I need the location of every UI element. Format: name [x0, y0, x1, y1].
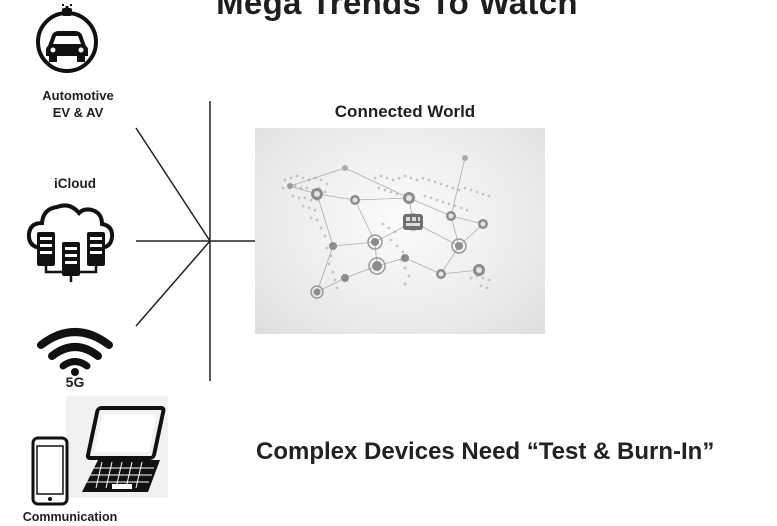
- connector-automotive: [135, 127, 211, 242]
- electric-car-icon: [36, 4, 98, 73]
- icloud-label: iCloud: [54, 176, 96, 191]
- world-network-map-bg: [255, 128, 545, 334]
- world-network-map: [281, 155, 491, 299]
- wifi-signal-icon: [37, 328, 113, 376]
- tagline: Complex Devices Need “Test & Burn-In”: [256, 438, 715, 465]
- automotive-label: Automotive EV & AV: [18, 87, 138, 121]
- cloud-servers-icon: [26, 203, 115, 282]
- connector-5g: [135, 240, 211, 327]
- communication-label: Communication: [22, 510, 118, 524]
- 5g-label: 5G: [65, 374, 85, 390]
- automotive-label-line1: Automotive: [42, 88, 114, 103]
- page-title: Mega Trends To Watch: [216, 0, 578, 21]
- phone-laptop-icon: [31, 396, 168, 506]
- automotive-label-line2: EV & AV: [52, 105, 104, 120]
- connected-world-label: Connected World: [334, 102, 476, 121]
